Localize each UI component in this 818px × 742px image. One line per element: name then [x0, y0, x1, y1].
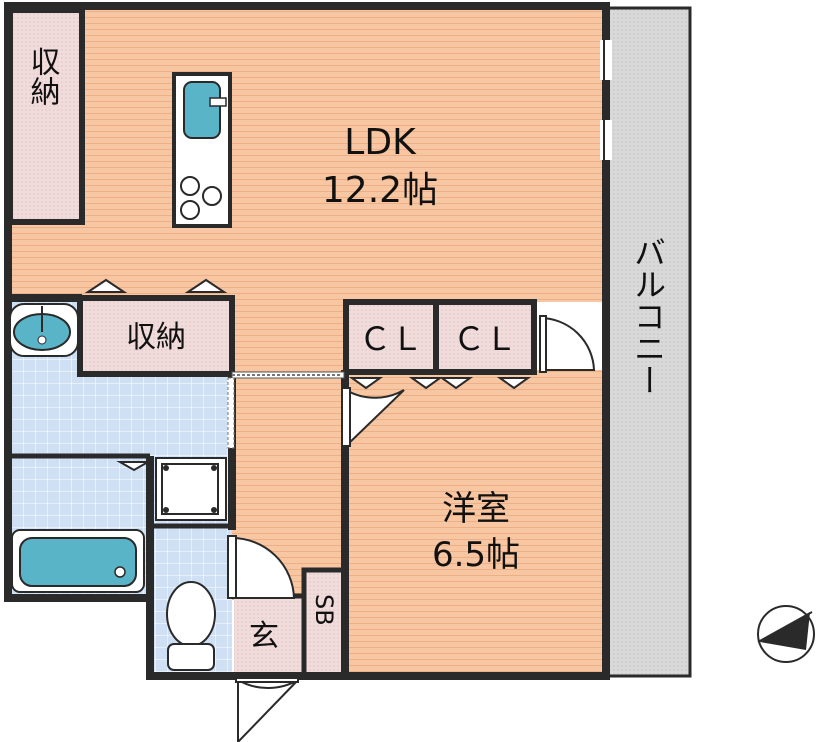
- closet-1: [343, 299, 439, 375]
- kitchen-counter: [172, 72, 232, 228]
- toilet-icon: [166, 581, 216, 671]
- bedroom-size: 6.5帖: [432, 535, 520, 575]
- washbasin-icon: [9, 303, 79, 357]
- bathtub-icon: [11, 529, 145, 593]
- balcony-floor: [605, 6, 692, 678]
- shoe-box-label: SB: [310, 594, 338, 626]
- stove-burner-icon: [180, 176, 222, 220]
- ldk-name: LDK: [344, 122, 417, 163]
- doors: [227, 315, 596, 742]
- storage-mid: [77, 295, 235, 377]
- bedroom-floor: [345, 370, 605, 676]
- storage-mid-label: 収納: [126, 320, 186, 355]
- entrance-label: 玄: [249, 619, 279, 654]
- balcony-label: バルコニー: [629, 236, 667, 396]
- closet-door-markers: [84, 278, 532, 472]
- ldk-size: 12.2帖: [322, 170, 438, 211]
- entrance-floor: [234, 596, 306, 676]
- closet-1-label: ＣＬ: [359, 320, 423, 358]
- north-arrow-icon: [757, 605, 815, 663]
- closet-2-label: ＣＬ: [453, 320, 517, 358]
- ldk-floor: [8, 8, 606, 302]
- storage-left-label: 収納: [25, 46, 61, 106]
- sliding-door-track: [227, 371, 345, 449]
- kitchen-sink-icon: [183, 81, 221, 139]
- bedroom-name: 洋室: [442, 489, 510, 529]
- washing-machine-icon: [155, 457, 227, 521]
- closet-2: [433, 299, 537, 375]
- storage-left: [7, 7, 85, 225]
